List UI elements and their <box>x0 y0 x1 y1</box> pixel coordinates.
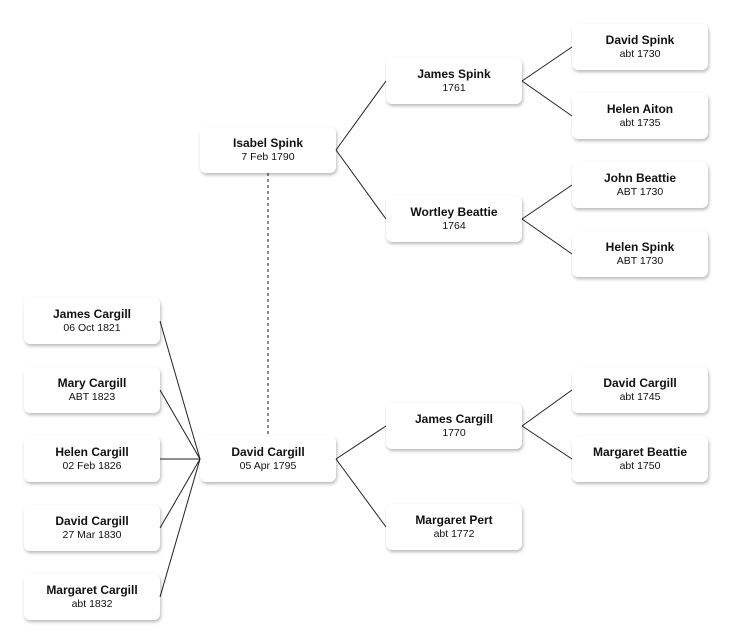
person-date: 7 Feb 1790 <box>241 151 295 163</box>
child-connector <box>159 389 201 460</box>
person-name: David Cargill <box>603 376 677 390</box>
parent-connector <box>335 458 387 528</box>
parent-connector <box>521 218 573 255</box>
person-card-james-cargill-1821[interactable]: James Cargill 06 Oct 1821 <box>24 298 160 344</box>
parent-connector <box>335 149 387 220</box>
person-name: James Spink <box>417 67 491 81</box>
person-card-david-cargill-1745[interactable]: David Cargill abt 1745 <box>572 367 708 413</box>
parent-connector <box>335 425 387 460</box>
person-date: abt 1735 <box>619 117 661 129</box>
person-name: James Cargill <box>52 307 132 321</box>
person-card-mary-cargill[interactable]: Mary Cargill ABT 1823 <box>24 367 160 413</box>
person-name: David Cargill <box>55 514 129 528</box>
person-date: 06 Oct 1821 <box>63 322 121 334</box>
person-card-margaret-beattie[interactable]: Margaret Beattie abt 1750 <box>572 436 708 482</box>
person-name: David Spink <box>605 33 675 47</box>
person-card-david-cargill-1830[interactable]: David Cargill 27 Mar 1830 <box>24 505 160 551</box>
person-date: 05 Apr 1795 <box>239 460 297 472</box>
person-name: Helen Spink <box>605 240 675 254</box>
person-card-margaret-pert[interactable]: Margaret Pert abt 1772 <box>386 504 522 550</box>
person-card-james-cargill-1770[interactable]: James Cargill 1770 <box>386 403 522 449</box>
child-connector <box>159 320 201 460</box>
person-card-helen-cargill[interactable]: Helen Cargill 02 Feb 1826 <box>24 436 160 482</box>
person-date: abt 1745 <box>619 391 661 403</box>
person-date: ABT 1823 <box>68 391 116 403</box>
person-date: 27 Mar 1830 <box>62 529 122 541</box>
person-date: abt 1832 <box>71 598 113 610</box>
parent-connector <box>521 184 573 220</box>
person-name: Isabel Spink <box>232 136 304 150</box>
person-card-margaret-cargill[interactable]: Margaret Cargill abt 1832 <box>24 574 160 620</box>
parent-connector <box>521 425 573 460</box>
person-name: Wortley Beattie <box>410 205 498 219</box>
person-card-isabel-spink[interactable]: Isabel Spink 7 Feb 1790 <box>200 127 336 173</box>
person-name: Helen Cargill <box>55 445 129 459</box>
person-card-james-spink[interactable]: James Spink 1761 <box>386 58 522 104</box>
person-date: abt 1750 <box>619 460 661 472</box>
person-name: James Cargill <box>414 412 494 426</box>
person-name: John Beattie <box>603 171 676 185</box>
person-card-helen-spink[interactable]: Helen Spink ABT 1730 <box>572 231 708 277</box>
person-date: abt 1772 <box>433 528 475 540</box>
parent-connector <box>521 46 573 82</box>
person-date: 1764 <box>442 220 466 232</box>
parent-connector <box>521 80 573 117</box>
person-date: 1761 <box>442 82 466 94</box>
person-card-wortley-beattie[interactable]: Wortley Beattie 1764 <box>386 196 522 242</box>
person-date: abt 1730 <box>619 48 661 60</box>
parent-connector <box>521 389 573 427</box>
person-date: ABT 1730 <box>616 186 664 198</box>
person-date: 1770 <box>442 427 466 439</box>
child-connector <box>159 458 201 529</box>
person-date: 02 Feb 1826 <box>62 460 122 472</box>
person-date: ABT 1730 <box>616 255 664 267</box>
person-card-david-spink[interactable]: David Spink abt 1730 <box>572 24 708 70</box>
child-connector <box>159 458 201 598</box>
person-name: Mary Cargill <box>57 376 127 390</box>
person-name: Helen Aiton <box>606 102 674 116</box>
person-name: Margaret Beattie <box>592 445 688 459</box>
parent-connector <box>335 80 387 151</box>
person-name: David Cargill <box>231 445 305 459</box>
person-name: Margaret Cargill <box>46 583 138 597</box>
person-card-david-cargill-1795[interactable]: David Cargill 05 Apr 1795 <box>200 436 336 482</box>
person-name: Margaret Pert <box>415 513 493 527</box>
person-card-john-beattie[interactable]: John Beattie ABT 1730 <box>572 162 708 208</box>
person-card-helen-aiton[interactable]: Helen Aiton abt 1735 <box>572 93 708 139</box>
